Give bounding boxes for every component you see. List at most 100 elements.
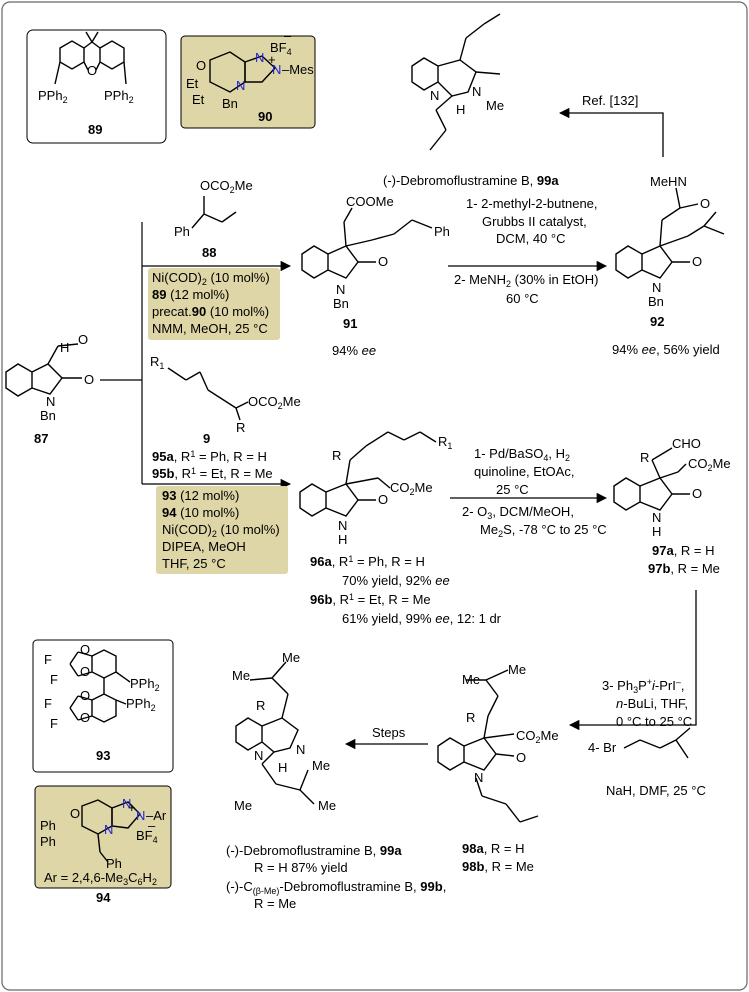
ethyl-label: Et (186, 76, 199, 91)
svg-text:H: H (338, 532, 347, 547)
svg-text:–: – (148, 818, 156, 833)
methyl-label: Me (486, 98, 504, 113)
svg-text:Me: Me (318, 798, 336, 813)
catalyst-89: O PPh2 PPh2 89 (26, 29, 167, 144)
svg-text:25 °C: 25 °C (496, 482, 529, 497)
compound-label-88: 88 (202, 245, 216, 260)
charge-plus: + (268, 52, 276, 67)
ethyl-label: Et (192, 92, 205, 107)
benzyl-label: Bn (648, 294, 664, 309)
svg-text:N: N (474, 770, 483, 785)
compound-9: R1 OCO2Me R 9 (150, 354, 301, 446)
svg-text:Me: Me (232, 668, 250, 683)
svg-text:R: R (640, 450, 649, 465)
nitrogen-label: N (430, 88, 439, 103)
svg-text:precat.90 (10 mol%): precat.90 (10 mol%) (152, 304, 269, 319)
svg-text:O: O (378, 492, 388, 507)
svg-text:(-)-Debromoflustramine B, 99a: (-)-Debromoflustramine B, 99a (383, 173, 559, 188)
svg-text:PPh2: PPh2 (130, 676, 160, 693)
compound-label-92: 92 (650, 314, 664, 329)
svg-text:Me: Me (462, 672, 480, 687)
benzyl-label: Bn (222, 96, 238, 111)
svg-text:O: O (692, 486, 702, 501)
hydrogen-label: H (456, 102, 465, 117)
catalyst-90: BF4 – N N N + –Mes O Et Et Bn 90 (180, 28, 316, 129)
svg-text:N: N (338, 518, 347, 533)
svg-text:N: N (136, 808, 145, 823)
oxygen-label: O (700, 196, 710, 211)
svg-text:2- O3, DCM/MeOH,: 2- O3, DCM/MeOH, (462, 504, 574, 521)
bf4-label: BF (270, 40, 287, 55)
svg-text:98b, R = Me: 98b, R = Me (462, 859, 534, 874)
svg-text:94% ee: 94% ee (332, 343, 376, 358)
svg-text:O: O (80, 664, 90, 679)
subscript: 2 (63, 95, 68, 105)
svg-text:O: O (80, 688, 90, 703)
amide-label: MeHN (650, 174, 687, 189)
svg-text:Ar = 2,4,6-Me3C6H2: Ar = 2,4,6-Me3C6H2 (44, 870, 157, 887)
svg-text:R: R (256, 698, 265, 713)
svg-text:H: H (278, 760, 287, 775)
conditions-box-top: Ni(COD)2 (10 mol%) 89 (12 mol%) precat.9… (148, 268, 280, 340)
svg-text:2- MeNH2 (30% in EtOH): 2- MeNH2 (30% in EtOH) (454, 272, 598, 289)
svg-text:97b, R = Me: 97b, R = Me (648, 561, 720, 576)
compound-92: MeHN O O N Bn 92 94% ee, 56% yield (612, 174, 725, 357)
pph2-label: PPh (38, 88, 63, 103)
svg-text:Me: Me (312, 758, 330, 773)
svg-text:(-)-Debromoflustramine B, 99a: (-)-Debromoflustramine B, 99a (226, 843, 402, 858)
svg-text:0 °C to 25 °C: 0 °C to 25 °C (616, 714, 692, 729)
compound-99-bottom: Me Me R N N H Me Me Me (-)-Debromoflustr… (226, 650, 446, 911)
svg-text:95a, R1 = Ph, R = H: 95a, R1 = Ph, R = H (152, 449, 267, 464)
phenyl-label: Ph (174, 224, 190, 239)
svg-text:89 (12 mol%): 89 (12 mol%) (152, 287, 229, 302)
phenyl-label: Ph (434, 224, 450, 239)
svg-text:R1: R1 (150, 354, 164, 371)
compound-label-99a: 99a (537, 173, 559, 188)
svg-text:95b, R1 = Et, R = Me: 95b, R1 = Et, R = Me (152, 466, 273, 481)
svg-text:70% yield, 92% ee: 70% yield, 92% ee (342, 573, 450, 588)
svg-text:F: F (50, 716, 58, 731)
svg-text:DCM, 40 °C: DCM, 40 °C (496, 231, 566, 246)
mes-label: –Mes (282, 62, 314, 77)
oxygen-label: O (378, 254, 388, 269)
svg-text:N: N (104, 822, 113, 837)
svg-text:quinoline, EtOAc,: quinoline, EtOAc, (474, 464, 574, 479)
svg-text:CO2Me: CO2Me (688, 456, 731, 473)
svg-text:THF, 25 °C: THF, 25 °C (162, 556, 226, 571)
oxygen-label: O (196, 58, 206, 73)
svg-text:F: F (50, 672, 58, 687)
svg-text:Ni(COD)2 (10 mol%): Ni(COD)2 (10 mol%) (162, 522, 280, 539)
catalyst-94: O N N N + –Ar BF4 – Ph Ph Ph Ar = 2,4,6-… (34, 785, 172, 905)
svg-text:–Ar: –Ar (146, 808, 167, 823)
charge-minus: – (284, 28, 292, 43)
oxygen-label: O (87, 63, 97, 78)
compound-88: OCO2Me Ph 88 (174, 178, 253, 260)
svg-text:Me: Me (508, 662, 526, 677)
conditions-box-bottom: 93 (12 mol%) 94 (10 mol%) Ni(COD)2 (10 m… (156, 486, 288, 574)
svg-text:1- Pd/BaSO4, H2: 1- Pd/BaSO4, H2 (474, 446, 570, 463)
svg-text:R: R (332, 448, 341, 463)
compound-label-90: 90 (258, 109, 272, 124)
compound-label-93: 93 (96, 748, 110, 763)
svg-text:R: R (236, 420, 245, 435)
benzyl-label: Bn (333, 296, 349, 311)
aldehyde-oxygen: O (78, 332, 88, 347)
compound-91: COOMe Ph O N Bn 91 94% ee (301, 194, 450, 358)
svg-text:N: N (254, 748, 263, 763)
svg-text:PPh2: PPh2 (38, 88, 68, 105)
catalyst-93: F F F F O O O O PPh2 PPh2 93 (32, 639, 174, 773)
svg-text:R = Me: R = Me (254, 896, 296, 911)
svg-text:OCO2Me: OCO2Me (248, 394, 301, 411)
svg-text:96b, R1 = Et, R = Me: 96b, R1 = Et, R = Me (310, 592, 431, 607)
svg-text:+: + (128, 800, 136, 815)
svg-text:R: R (466, 710, 475, 725)
nitrogen-label: N (272, 62, 281, 77)
svg-text:PPh2: PPh2 (104, 88, 134, 105)
svg-text:NMM, MeOH, 25 °C: NMM, MeOH, 25 °C (152, 321, 268, 336)
svg-text:BF4: BF4 (270, 40, 292, 57)
svg-text:Grubbs II catalyst,: Grubbs II catalyst, (482, 214, 587, 229)
compound-98: Me Me R CO2Me O N 98a, R = H 98b, R = Me (437, 662, 559, 874)
compound-name: (-)-Debromoflustramine B, (383, 173, 537, 188)
svg-text:1- 2-methyl-2-butnene,: 1- 2-methyl-2-butnene, (466, 196, 598, 211)
